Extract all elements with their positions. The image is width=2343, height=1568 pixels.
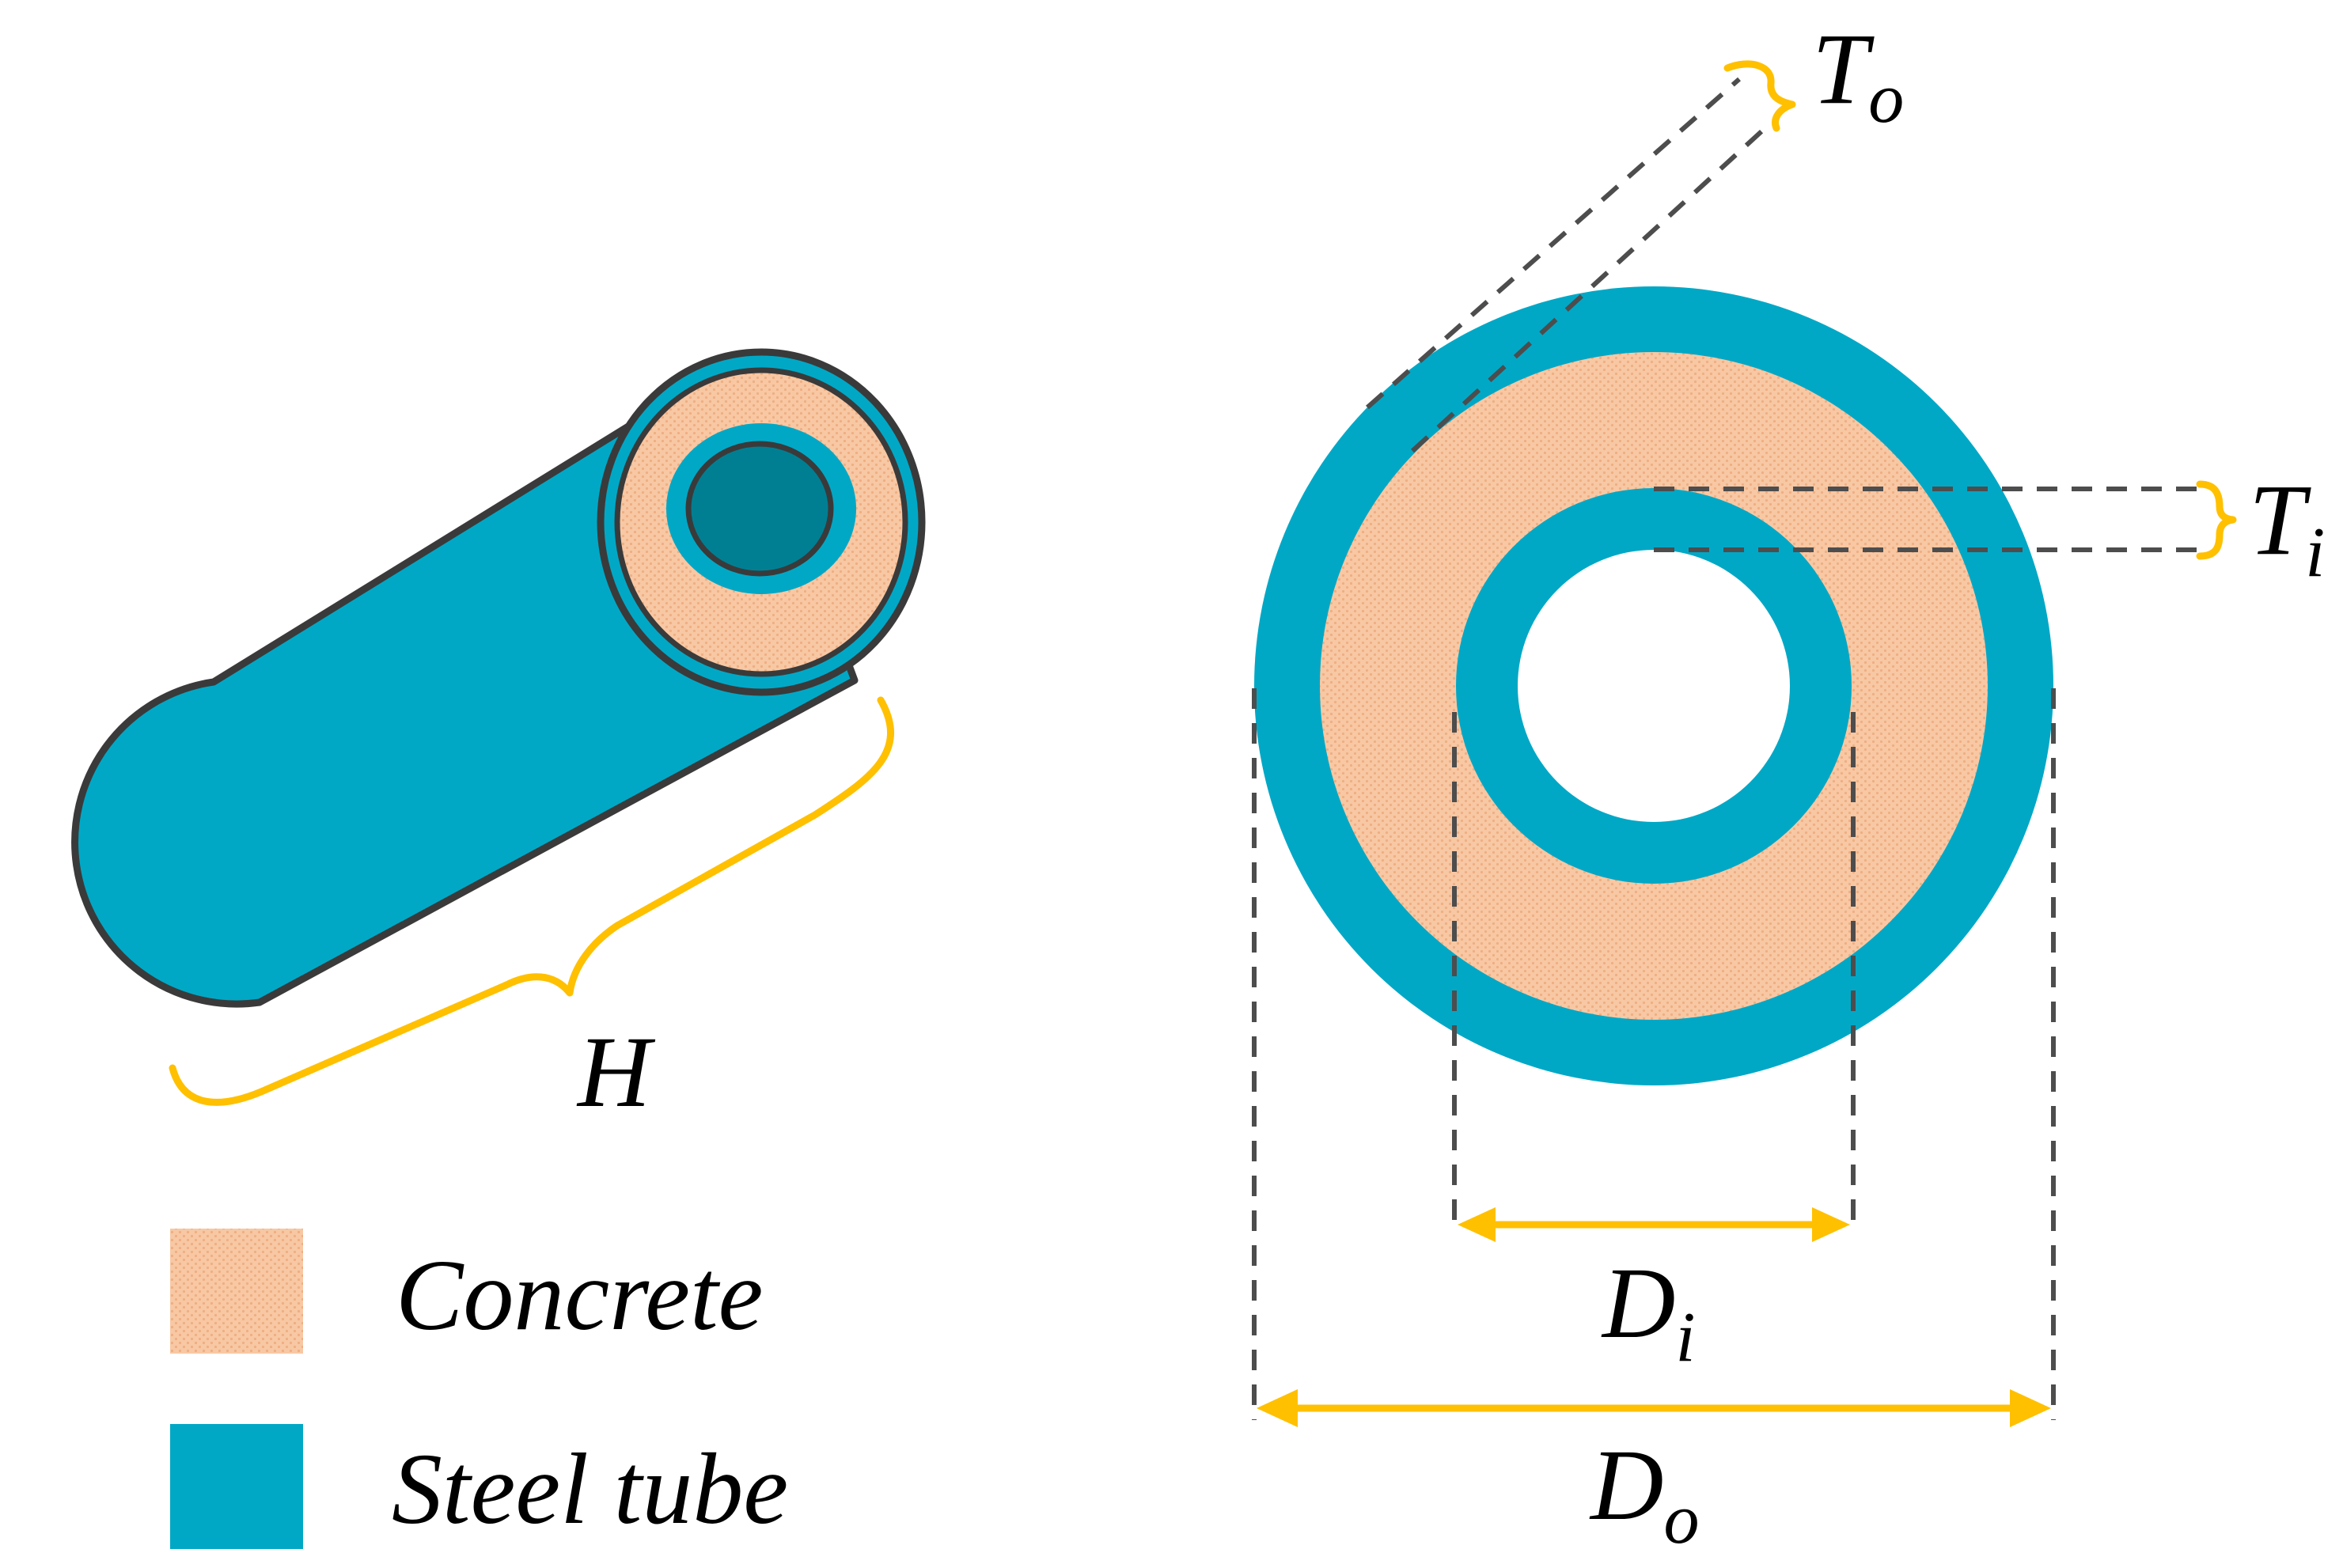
hollow-core [1518, 550, 1790, 822]
tube-end-inner-core [685, 441, 834, 577]
ti-label: Ti [2249, 464, 2325, 592]
tube-3d-view: H [71, 348, 926, 1128]
height-label: H [576, 1016, 656, 1128]
ti-brace [2196, 480, 2237, 560]
to-brace [1723, 60, 1796, 132]
legend-label-concrete: Concrete [396, 1239, 763, 1351]
legend-swatch-concrete [170, 1229, 303, 1354]
to-label: To [1812, 13, 1904, 138]
cross-section-view: To Ti Di Do [1252, 13, 2325, 1559]
di-label: Di [1601, 1247, 1695, 1377]
legend-label-steel: Steel tube [392, 1433, 788, 1545]
to-dash-line-lower [1410, 123, 1771, 453]
do-label: Do [1589, 1429, 1699, 1559]
di-arrow-right [1812, 1207, 1850, 1242]
do-arrow-left [1257, 1389, 1298, 1427]
di-arrow-left [1458, 1207, 1496, 1242]
legend: Concrete Steel tube [170, 1229, 788, 1549]
to-dash-line-upper [1366, 77, 1741, 410]
legend-swatch-steel [170, 1424, 303, 1549]
do-arrow-right [2010, 1389, 2051, 1427]
height-brace [169, 696, 894, 1106]
